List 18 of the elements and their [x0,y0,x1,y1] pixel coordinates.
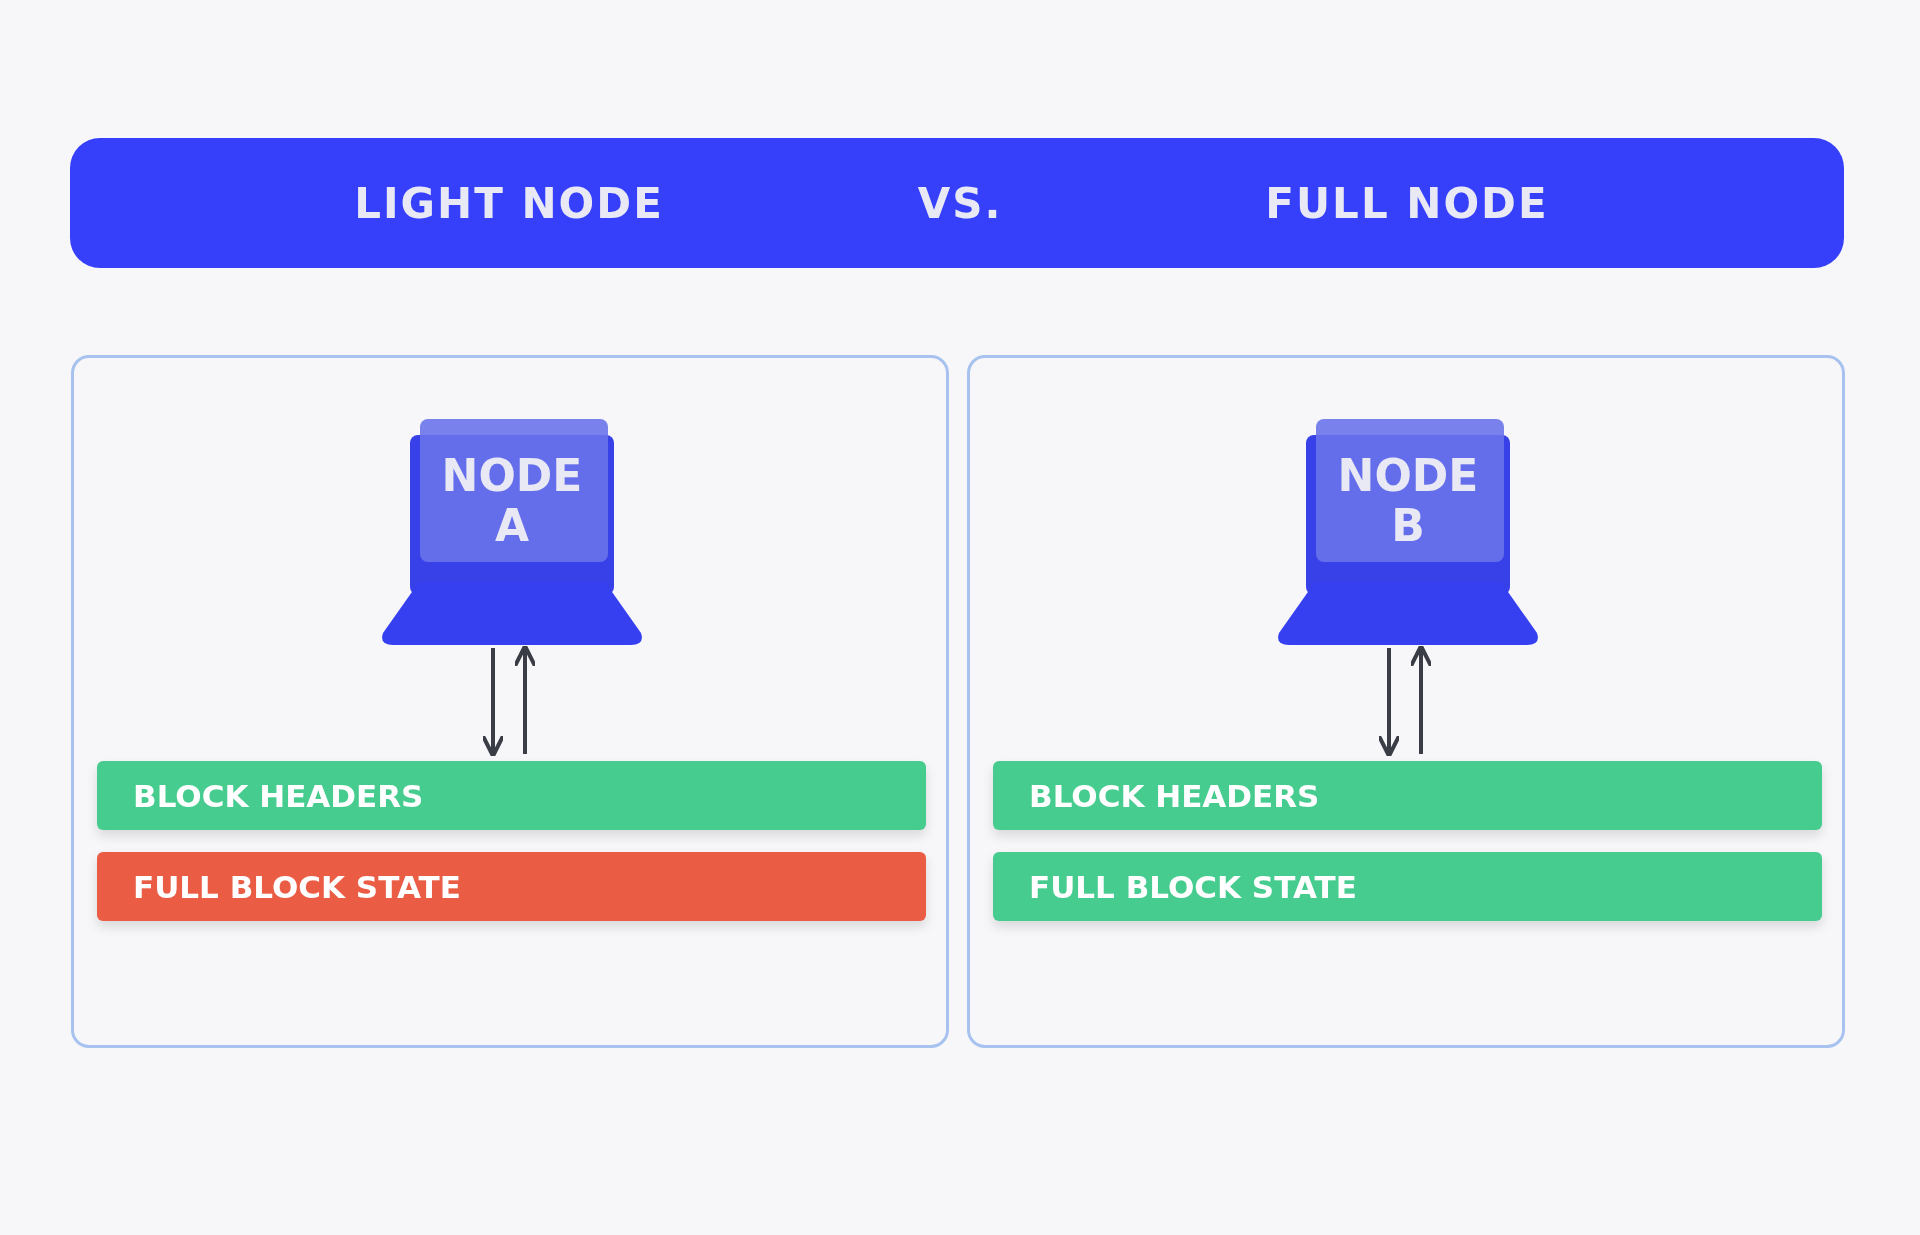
node-label: NODE A [440,451,584,551]
node-label: NODE B [1336,451,1480,551]
arrow [481,648,505,758]
comparison-panel [967,355,1845,1048]
arrow [1409,644,1433,754]
column-heading: LIGHT NODE [354,178,664,228]
data-bar: FULL BLOCK STATE [993,852,1822,921]
arrow [513,644,537,754]
laptop-drawing [379,419,645,647]
arrow [1377,648,1401,758]
data-bar: BLOCK HEADERS [97,761,926,830]
column-heading: FULL NODE [1265,178,1549,228]
laptop-drawing [1275,419,1541,647]
data-bar: BLOCK HEADERS [993,761,1822,830]
comparison-panel [71,355,949,1048]
header-banner [70,138,1844,268]
versus-label: VS. [917,178,1003,228]
data-bar: FULL BLOCK STATE [97,852,926,921]
